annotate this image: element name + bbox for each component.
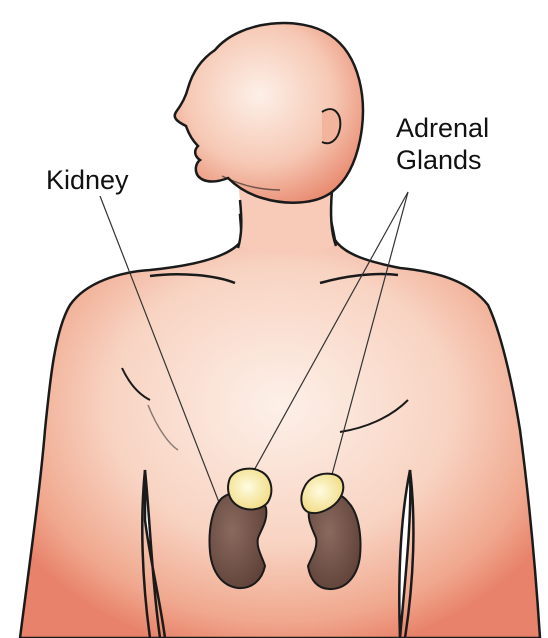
adrenal-label-line2: Glands [396,144,489,176]
kidney-label: Kidney [44,164,131,196]
torso-body [20,215,540,638]
adrenal-label-line1: Adrenal [396,112,489,144]
left-adrenal-gland [228,469,271,510]
adrenal-glands-label: Adrenal Glands [392,110,493,178]
